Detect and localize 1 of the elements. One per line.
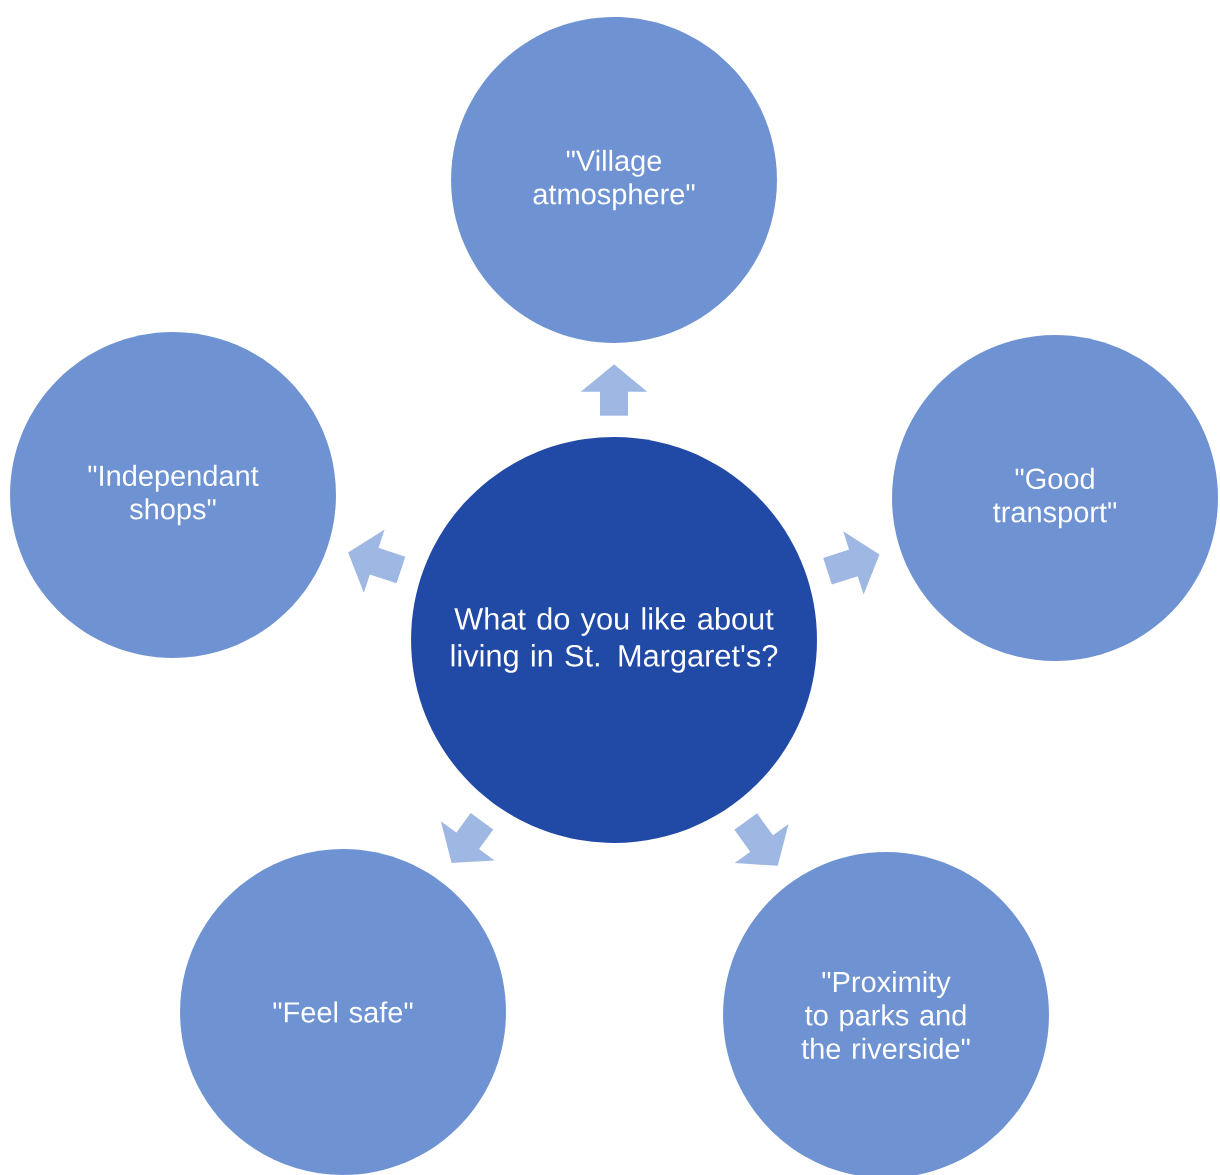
block-arrow — [734, 813, 789, 866]
